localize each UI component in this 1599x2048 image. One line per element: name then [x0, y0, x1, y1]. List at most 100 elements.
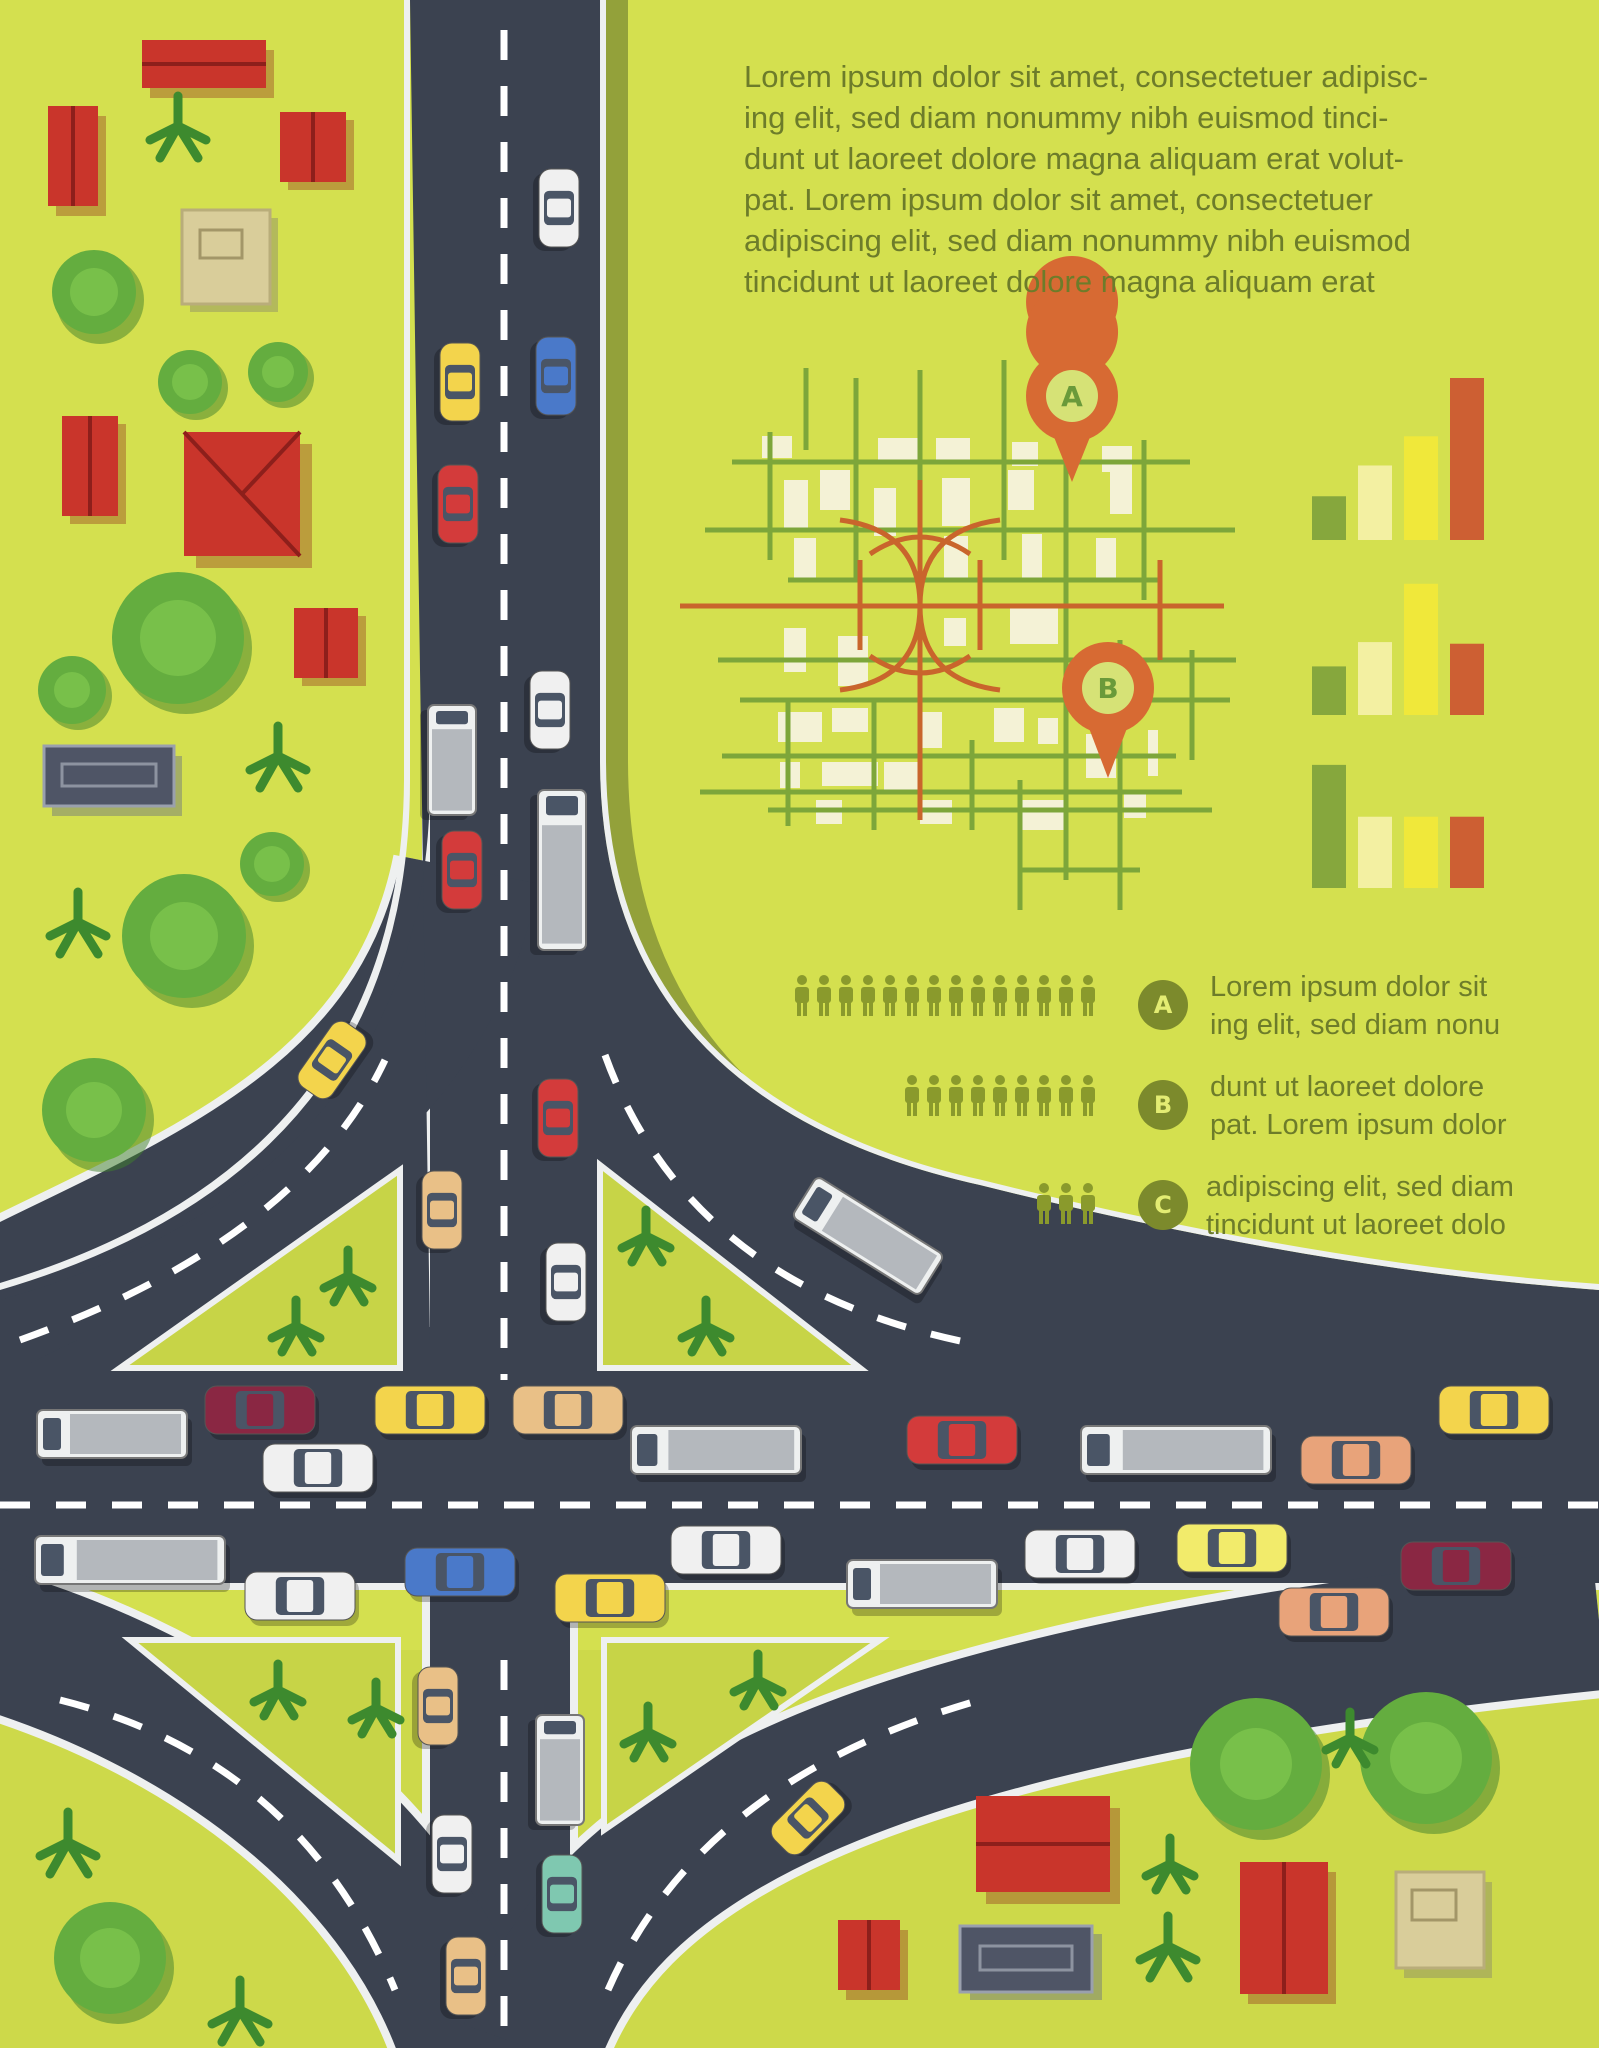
car	[1300, 1435, 1415, 1490]
car	[533, 168, 580, 251]
person-icon	[993, 975, 1007, 1016]
car	[436, 830, 483, 913]
intro-line: Lorem ipsum dolor sit amet, consectetuer…	[744, 59, 1429, 94]
legend-text-c: adipiscing elit, sed diam tincidunt ut l…	[1206, 1168, 1514, 1244]
legend-item-b: B dunt ut laoreet dolore pat. Lorem ipsu…	[1138, 1068, 1578, 1148]
trees	[38, 250, 1500, 2024]
bar-2-1	[1358, 816, 1392, 888]
person-icon	[927, 1075, 941, 1116]
plant	[267, 1295, 325, 1357]
plant	[347, 1677, 405, 1739]
bar-0-1	[1358, 465, 1392, 540]
bar-0-2	[1404, 436, 1438, 540]
legend-text-a: Lorem ipsum dolor sit ing elit, sed diam…	[1210, 968, 1500, 1044]
car	[906, 1415, 1021, 1470]
map-blocks	[762, 436, 1158, 830]
house	[1240, 1862, 1336, 2004]
person-icon	[861, 975, 875, 1016]
intro-line: dunt ut laoreet dolore magna aliquam era…	[744, 141, 1405, 176]
plant	[729, 1649, 787, 1711]
person-icon	[1081, 1075, 1095, 1116]
car	[412, 1666, 459, 1749]
truck	[528, 1714, 585, 1830]
car	[1024, 1529, 1139, 1584]
person-icon	[1037, 1075, 1051, 1116]
car	[532, 1078, 579, 1161]
person-icon	[1037, 975, 1051, 1016]
car	[540, 1242, 587, 1325]
person-icon	[1015, 1075, 1029, 1116]
house	[182, 430, 312, 568]
person-icon	[817, 975, 831, 1016]
bar-1-0	[1312, 666, 1346, 715]
house	[42, 744, 182, 816]
car	[297, 1020, 374, 1100]
island-bottom-left	[121, 1637, 401, 1867]
intro-paragraph: Lorem ipsum dolor sit amet, consectetuer…	[744, 56, 1564, 302]
plant	[245, 721, 311, 793]
car	[1176, 1523, 1291, 1578]
plant	[249, 1659, 307, 1721]
tree	[122, 874, 254, 1008]
house	[180, 208, 278, 312]
plant	[677, 1295, 735, 1357]
truck	[846, 1559, 1002, 1616]
bar-1-2	[1404, 583, 1438, 715]
car	[434, 342, 481, 425]
plant	[1141, 1833, 1199, 1895]
houses	[42, 40, 1492, 2004]
tree	[158, 350, 228, 420]
bar-1-1	[1358, 642, 1392, 715]
plants	[35, 91, 1379, 2047]
person-icon	[1081, 1183, 1095, 1224]
house	[1394, 1870, 1492, 1978]
person-icon	[971, 1075, 985, 1116]
truck	[36, 1409, 192, 1466]
legend-badge-a: A	[1138, 980, 1188, 1030]
tree	[240, 832, 310, 902]
car	[524, 670, 571, 753]
tree	[1190, 1698, 1330, 1840]
intro-line: pat. Lorem ipsum dolor sit amet, consect…	[744, 182, 1373, 217]
island-bottom-right	[601, 1637, 890, 1836]
car	[440, 1936, 487, 2019]
car	[1438, 1385, 1553, 1440]
person-icon	[905, 975, 919, 1016]
truck	[34, 1535, 230, 1592]
car	[530, 336, 577, 419]
car	[554, 1573, 669, 1628]
intro-line: ing elit, sed diam nonummy nibh euismod …	[744, 100, 1389, 135]
bar-2-2	[1404, 816, 1438, 888]
plant	[319, 1245, 377, 1307]
person-icon	[883, 975, 897, 1016]
truck	[420, 704, 477, 820]
tree	[1360, 1692, 1500, 1834]
house	[48, 106, 106, 216]
vehicles	[34, 168, 1553, 2019]
plant	[45, 887, 111, 959]
bar-0-3	[1450, 378, 1484, 540]
bar-0-0	[1312, 496, 1346, 540]
map-pin-b: B	[1062, 642, 1154, 778]
legend-badge-c: C	[1138, 1180, 1188, 1230]
car	[262, 1443, 377, 1498]
map-pin-a-letter: A	[1061, 380, 1083, 413]
car	[416, 1170, 463, 1253]
legend-line: adipiscing elit, sed diam	[1206, 1171, 1514, 1203]
person-icon	[1037, 1183, 1051, 1224]
person-icon	[839, 975, 853, 1016]
map-pin-a: A A	[1026, 256, 1119, 482]
person-icon	[795, 975, 809, 1016]
legend-line: pat. Lorem ipsum dolor	[1210, 1109, 1507, 1141]
person-icon	[1059, 1075, 1073, 1116]
person-icon	[993, 1075, 1007, 1116]
car	[512, 1385, 627, 1440]
person-icon	[971, 975, 985, 1016]
car	[404, 1547, 519, 1602]
bar-groups	[1312, 378, 1484, 888]
bar-2-0	[1312, 764, 1346, 888]
plant	[619, 1701, 677, 1763]
map-pin-b-letter: B	[1097, 672, 1118, 705]
tree	[38, 656, 112, 730]
map-streets-orange	[680, 480, 1224, 820]
